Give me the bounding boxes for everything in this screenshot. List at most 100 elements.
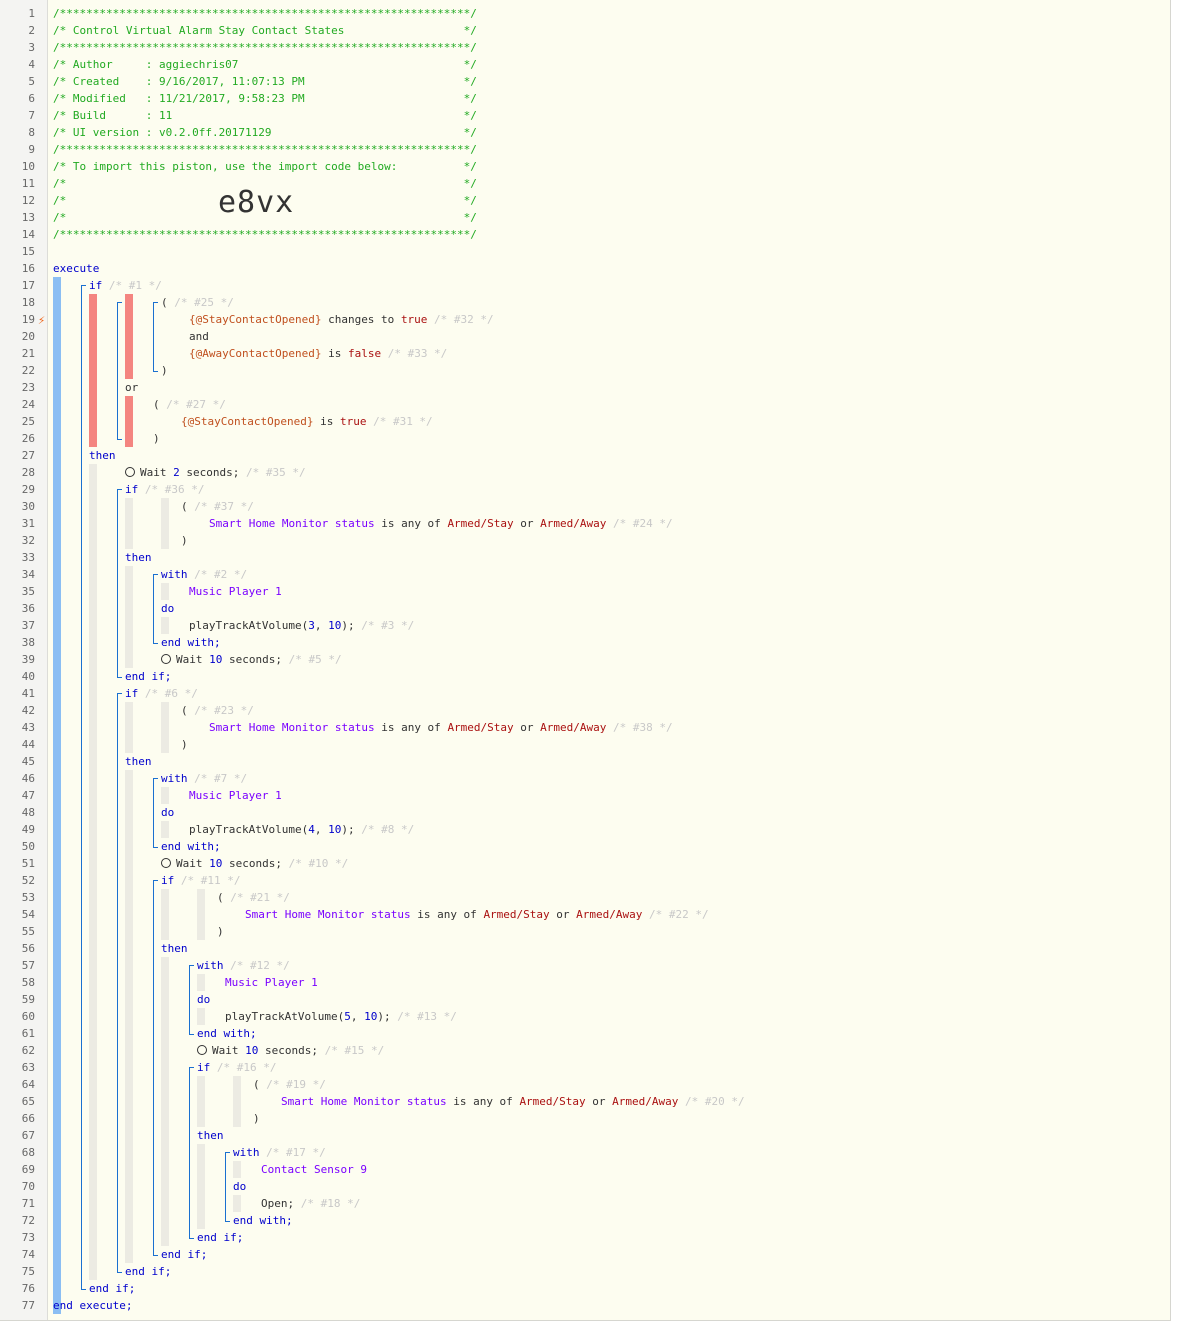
block-bracket — [153, 574, 158, 644]
line-number: 52 — [21, 874, 35, 887]
code-token: ( — [181, 704, 195, 717]
code-line: then — [161, 940, 188, 957]
block-bar — [197, 1144, 205, 1229]
code-token: is — [313, 415, 340, 428]
line-number: 46 — [21, 772, 35, 785]
code-token: ) — [217, 925, 224, 938]
line-number: 39 — [21, 653, 35, 666]
code-line: {@StayContactOpened} is true /* #31 */ — [181, 413, 433, 430]
line-number: 6 — [28, 92, 35, 105]
code-token: /* #11 */ — [174, 874, 241, 887]
code-token: /* #3 */ — [361, 619, 415, 632]
line-number: 20 — [21, 330, 35, 343]
code-line: then — [89, 447, 116, 464]
code-line: then — [197, 1127, 224, 1144]
code-line: Smart Home Monitor status is any of Arme… — [209, 719, 673, 736]
import-code: e8vx — [218, 185, 295, 220]
code-token: ) — [253, 1112, 260, 1125]
code-line: ( /* #27 */ — [153, 396, 226, 413]
line-number: 55 — [21, 925, 35, 938]
code-line: do — [161, 804, 174, 821]
line-number: 35 — [21, 585, 35, 598]
code-token: and — [189, 330, 209, 343]
code-line: /***************************************… — [53, 226, 477, 243]
line-number: 47 — [21, 789, 35, 802]
code-token: do — [161, 602, 175, 615]
code-token: /* #17 */ — [259, 1146, 326, 1159]
code-token: end if; — [89, 1282, 136, 1295]
code-line: if /* #16 */ — [197, 1059, 276, 1076]
code-token: Contact Sensor 9 — [261, 1163, 367, 1176]
code-token: /* #31 */ — [366, 415, 433, 428]
block-bracket — [153, 778, 158, 848]
code-token: if — [125, 483, 139, 496]
code-token: Music Player 1 — [189, 585, 282, 598]
code-token: /* #6 */ — [138, 687, 198, 700]
line-number: 61 — [21, 1027, 35, 1040]
code-token: Armed/Away — [540, 517, 607, 530]
code-token: end if; — [125, 1265, 172, 1278]
line-number: 22 — [21, 364, 35, 377]
line-number: 75 — [21, 1265, 35, 1278]
code-token: end with; — [233, 1214, 293, 1227]
code-line: /* */ — [53, 209, 477, 226]
block-bar — [125, 566, 133, 668]
code-line: with /* #7 */ — [161, 770, 247, 787]
line-number: 34 — [21, 568, 35, 581]
block-bar — [233, 1161, 241, 1178]
code-token: Wait — [212, 1044, 246, 1057]
line-number: 30 — [21, 500, 35, 513]
line-number: 15 — [21, 245, 35, 258]
code-line: ) — [153, 430, 160, 447]
block-bar — [161, 957, 169, 1246]
code-token: end with; — [161, 636, 221, 649]
code-line: Music Player 1 — [189, 583, 282, 600]
line-number: 23 — [21, 381, 35, 394]
line-number: 59 — [21, 993, 35, 1006]
code-token: 4 — [308, 823, 315, 836]
line-number: 32 — [21, 534, 35, 547]
code-line: playTrackAtVolume(4, 10); /* #8 */ — [189, 821, 414, 838]
line-number: 77 — [21, 1299, 35, 1312]
code-token: ( — [253, 1078, 267, 1091]
code-token: with — [233, 1146, 260, 1159]
code-token: /* #23 */ — [194, 704, 254, 717]
line-number: 9 — [28, 143, 35, 156]
code-line: ) — [217, 923, 224, 940]
code-token: Armed/Stay — [483, 908, 550, 921]
line-number: 53 — [21, 891, 35, 904]
code-token: , — [314, 823, 329, 836]
code-token: ) — [161, 364, 168, 377]
code-token: Wait — [176, 653, 210, 666]
code-line: end if; — [197, 1229, 243, 1246]
code-token: /* #8 */ — [361, 823, 415, 836]
line-number: 68 — [21, 1146, 35, 1159]
code-token: /* #20 */ — [678, 1095, 745, 1108]
code-line: Wait 2 seconds; /* #35 */ — [125, 464, 306, 481]
block-bar — [125, 702, 133, 753]
line-number: 69 — [21, 1163, 35, 1176]
code-line: /* UI version : v0.2.0ff.20171129 */ — [53, 124, 477, 141]
code-token: /* #21 */ — [230, 891, 290, 904]
code-line: Open; /* #18 */ — [261, 1195, 360, 1212]
code-token: end execute; — [53, 1299, 133, 1312]
block-bar — [233, 1195, 241, 1212]
code-token: do — [197, 993, 211, 1006]
line-number: 51 — [21, 857, 35, 870]
code-token: /* Author : aggiechris07 */ — [53, 58, 477, 71]
code-token: seconds; — [222, 653, 289, 666]
line-number: 36 — [21, 602, 35, 615]
code-token: Smart Home Monitor status — [209, 721, 375, 734]
block-bar — [53, 277, 61, 1314]
code-token: is — [321, 347, 348, 360]
code-token: Armed/Away — [576, 908, 643, 921]
code-line: end with; — [161, 838, 221, 855]
code-line: {@StayContactOpened} changes to true /* … — [189, 311, 494, 328]
line-number: 42 — [21, 704, 35, 717]
block-bar — [125, 396, 133, 447]
code-token: 3 — [308, 619, 315, 632]
block-bracket — [117, 302, 122, 440]
code-token: if — [197, 1061, 211, 1074]
code-token: /***************************************… — [53, 143, 477, 156]
